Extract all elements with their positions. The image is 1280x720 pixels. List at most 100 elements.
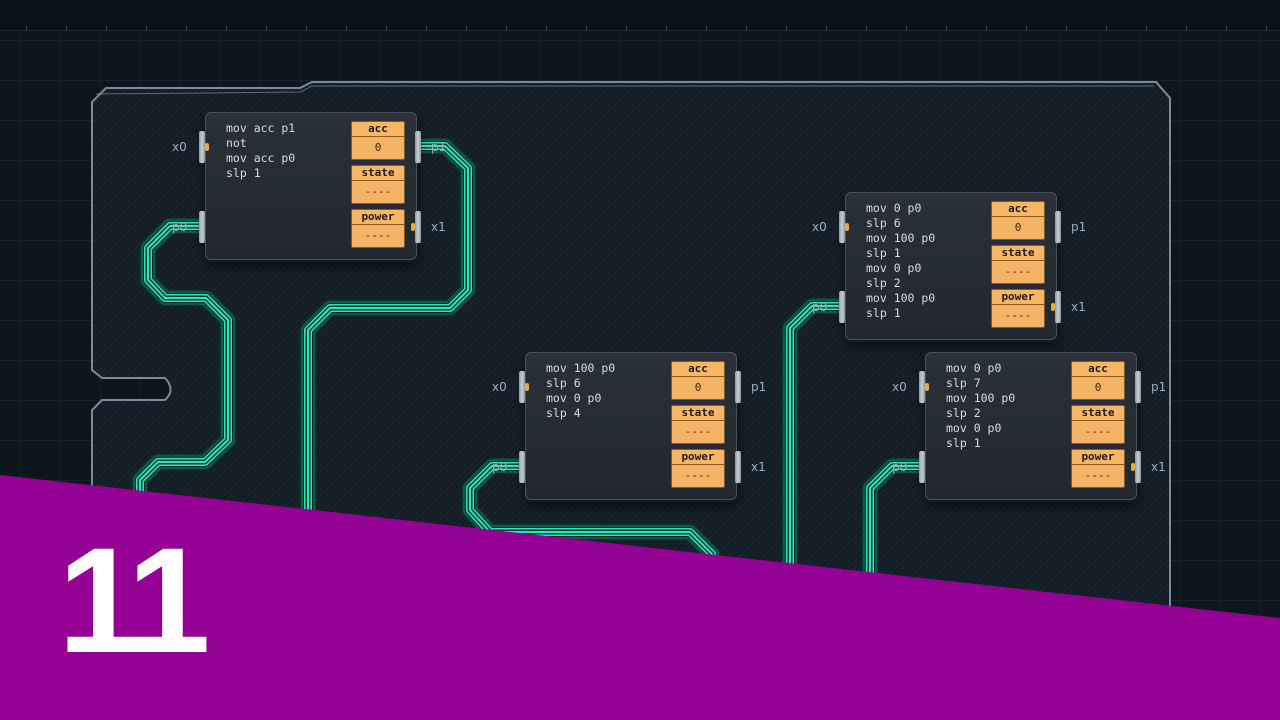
pin-p0[interactable] bbox=[519, 451, 525, 483]
register-label: acc bbox=[991, 201, 1045, 217]
pin-label-x0: x0 bbox=[492, 380, 507, 394]
pin-label-p0: p0 bbox=[892, 460, 908, 474]
register-label: power bbox=[991, 289, 1045, 305]
register-label: power bbox=[1071, 449, 1125, 465]
code-line: slp 1 bbox=[946, 436, 981, 450]
register-label: power bbox=[351, 209, 405, 225]
register-power: power---- bbox=[991, 289, 1045, 328]
pin-label-p1: p1 bbox=[1071, 220, 1087, 234]
register-value: 0 bbox=[1071, 377, 1125, 400]
register-value: ---- bbox=[1071, 465, 1125, 488]
episode-number: 11 bbox=[58, 516, 211, 684]
pin-x0[interactable] bbox=[519, 371, 529, 403]
register-state: state---- bbox=[671, 405, 725, 444]
register-label: state bbox=[351, 165, 405, 181]
code-line: slp 1 bbox=[226, 166, 261, 180]
banner-stripe bbox=[0, 475, 1280, 720]
code-line: mov 0 p0 bbox=[946, 421, 1002, 435]
register-value: ---- bbox=[671, 421, 725, 444]
register-power: power---- bbox=[351, 209, 405, 248]
register-value: ---- bbox=[671, 465, 725, 488]
top-ruler bbox=[0, 0, 1280, 31]
code-line: slp 6 bbox=[866, 216, 901, 230]
wire-traces bbox=[133, 139, 927, 720]
pin-label-p0: p0 bbox=[172, 220, 188, 234]
pin-p1[interactable] bbox=[415, 131, 421, 163]
register-state: state---- bbox=[1071, 405, 1125, 444]
register-power: power---- bbox=[1071, 449, 1125, 488]
code-line: mov 100 p0 bbox=[866, 231, 936, 245]
pin-x1[interactable] bbox=[735, 451, 741, 483]
pin-p1[interactable] bbox=[1135, 371, 1141, 403]
register-label: state bbox=[671, 405, 725, 421]
code-line: slp 4 bbox=[546, 406, 581, 420]
register-power: power---- bbox=[671, 449, 725, 488]
register-label: acc bbox=[671, 361, 725, 377]
code-line: mov 0 p0 bbox=[946, 361, 1002, 375]
pin-x1[interactable] bbox=[411, 211, 421, 243]
pin-label-x1: x1 bbox=[1071, 300, 1086, 314]
pin-label-x0: x0 bbox=[172, 140, 187, 154]
pin-x0[interactable] bbox=[839, 211, 849, 243]
code-line: slp 7 bbox=[946, 376, 981, 390]
pin-label-x1: x1 bbox=[751, 460, 766, 474]
code-line: slp 2 bbox=[866, 276, 901, 290]
register-state: state---- bbox=[351, 165, 405, 204]
register-value: 0 bbox=[351, 137, 405, 160]
register-value: 0 bbox=[991, 217, 1045, 240]
pin-p0[interactable] bbox=[199, 211, 205, 243]
pin-label-x1: x1 bbox=[1151, 460, 1166, 474]
code-line: mov acc p1 bbox=[226, 121, 296, 135]
code-line: mov 0 p0 bbox=[866, 261, 922, 275]
code-line: mov 100 p0 bbox=[546, 361, 616, 375]
pin-x1[interactable] bbox=[1051, 291, 1061, 323]
code-line: slp 2 bbox=[946, 406, 981, 420]
code-line: slp 1 bbox=[866, 246, 901, 260]
register-value: ---- bbox=[351, 181, 405, 204]
register-value: ---- bbox=[991, 261, 1045, 284]
register-label: acc bbox=[351, 121, 405, 137]
pin-label-p0: p0 bbox=[492, 460, 508, 474]
pin-p0[interactable] bbox=[919, 451, 925, 483]
register-value: ---- bbox=[991, 305, 1045, 328]
pin-label-p1: p1 bbox=[1151, 380, 1167, 394]
pin-label-p1: p1 bbox=[431, 140, 447, 154]
pin-label-x1: x1 bbox=[431, 220, 446, 234]
pin-label-p0: p0 bbox=[812, 300, 828, 314]
code-line: not bbox=[226, 136, 247, 150]
code-line: mov 100 p0 bbox=[946, 391, 1016, 405]
pin-x0[interactable] bbox=[199, 131, 209, 163]
register-value: 0 bbox=[671, 377, 725, 400]
pin-p1[interactable] bbox=[735, 371, 741, 403]
pin-x1[interactable] bbox=[1131, 451, 1141, 483]
code-line: mov 0 p0 bbox=[866, 201, 922, 215]
code-line: mov acc p0 bbox=[226, 151, 296, 165]
pin-label-p1: p1 bbox=[751, 380, 767, 394]
register-label: state bbox=[991, 245, 1045, 261]
register-label: acc bbox=[1071, 361, 1125, 377]
register-value: ---- bbox=[1071, 421, 1125, 444]
register-value: ---- bbox=[351, 225, 405, 248]
pin-x0[interactable] bbox=[919, 371, 929, 403]
code-line: mov 0 p0 bbox=[546, 391, 602, 405]
register-label: state bbox=[1071, 405, 1125, 421]
pin-label-x0: x0 bbox=[812, 220, 827, 234]
code-line: mov 100 p0 bbox=[866, 291, 936, 305]
pin-p1[interactable] bbox=[1055, 211, 1061, 243]
pin-p0[interactable] bbox=[839, 291, 845, 323]
code-line: slp 6 bbox=[546, 376, 581, 390]
pin-label-x0: x0 bbox=[892, 380, 907, 394]
register-state: state---- bbox=[991, 245, 1045, 284]
